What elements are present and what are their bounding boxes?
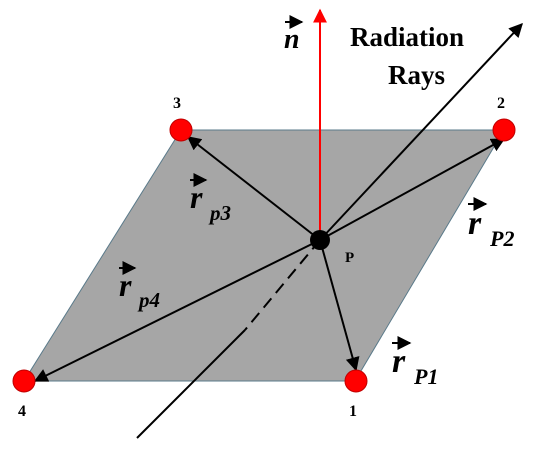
vector-label-rp3: r p3	[190, 173, 231, 225]
rp4-main: r	[119, 267, 132, 303]
rp1-main: r	[392, 343, 406, 380]
normal-label: n	[284, 24, 300, 55]
vector-rp4-arrow	[33, 239, 321, 382]
rp3-sub: p3	[208, 201, 231, 225]
rp1-sub: P1	[413, 364, 438, 389]
vector-label-rp4: r p4	[119, 261, 160, 312]
vector-rp2-arrow	[319, 138, 506, 241]
surface-panel	[23, 129, 505, 382]
rp2-sub: P2	[489, 226, 514, 251]
vertex-label-3: 3	[173, 95, 181, 112]
vertex-1	[344, 369, 368, 393]
vertex-label-1: 1	[349, 403, 357, 420]
vector-rp1-arrow	[319, 239, 360, 372]
center-point-p	[310, 230, 330, 250]
ray-lower-segment	[136, 329, 246, 439]
point-label: P	[345, 250, 354, 266]
ray-dashed-segment	[244, 239, 321, 331]
rp2-main: r	[468, 205, 482, 242]
vector-label-rp2: r P2	[468, 197, 514, 251]
vertex-2	[492, 118, 516, 142]
normal-label-group: n	[284, 15, 304, 55]
title-line-2: Rays	[388, 60, 445, 90]
vertex-3	[169, 118, 193, 142]
rp4-sub: p4	[137, 288, 160, 312]
rp3-main: r	[190, 179, 203, 215]
title-line-1: Radiation	[350, 22, 464, 52]
vector-rp3-arrow	[186, 136, 321, 241]
vertex-4	[12, 369, 36, 393]
vector-label-rp1: r P1	[392, 336, 438, 389]
vertex-label-4: 4	[18, 403, 26, 420]
ray-upper-arrow	[319, 22, 523, 241]
vertex-label-2: 2	[497, 95, 505, 112]
